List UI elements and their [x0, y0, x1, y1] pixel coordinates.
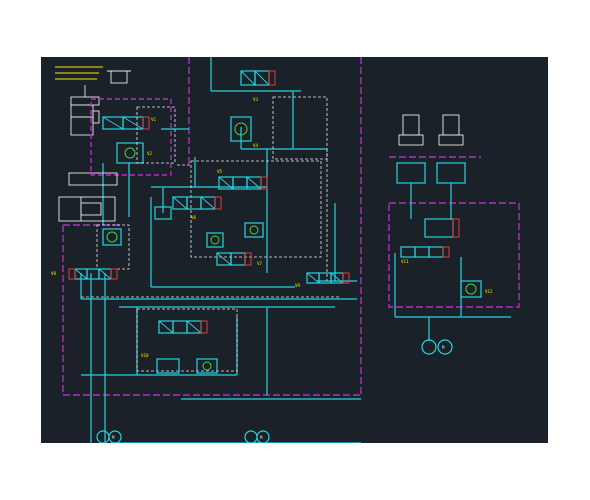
- valve-group-top-center: V3 V4: [230, 70, 328, 160]
- label-v7: V7: [257, 261, 263, 266]
- schematic-canvas: V1 V2: [41, 57, 548, 443]
- valve-main-bus-right: V9: [295, 272, 350, 288]
- valve-bank-center: V5 V6 V7: [154, 160, 322, 266]
- label-v4: V4: [253, 143, 259, 148]
- label-v5: V5: [217, 169, 223, 174]
- pilot-lines: [81, 149, 341, 298]
- top-left-label-block: [55, 66, 103, 80]
- label-v2: V2: [147, 151, 153, 156]
- label-v6: V6: [191, 215, 197, 220]
- motor-left-symbol: M: [112, 435, 115, 440]
- pump-motor-center: M: [244, 430, 270, 443]
- label-v9: V9: [295, 283, 301, 288]
- valve-block-lower-center: V10: [136, 308, 238, 374]
- label-v1: V1: [151, 117, 157, 122]
- valve-stack-left: V8: [51, 224, 130, 280]
- label-v11: V11: [401, 259, 409, 264]
- motor-center-symbol: M: [260, 435, 263, 440]
- label-v12: V12: [485, 289, 493, 294]
- hydraulic-schematic-diagram: V1 V2: [51, 57, 520, 443]
- pump-motor-left: M: [96, 430, 122, 443]
- label-v10: V10: [141, 353, 149, 358]
- enclosure-lines: [62, 57, 520, 396]
- label-v8: V8: [51, 271, 57, 276]
- motor-right-symbol: M: [442, 345, 445, 350]
- pressure-lines: [80, 57, 361, 443]
- label-v3: V3: [253, 97, 259, 102]
- valve-cluster-upper-left: V1 V2: [90, 98, 189, 225]
- right-block: M V11 V12: [394, 114, 511, 355]
- actuator-cylinder-1: [70, 70, 131, 136]
- actuator-cylinder-2: [58, 172, 118, 222]
